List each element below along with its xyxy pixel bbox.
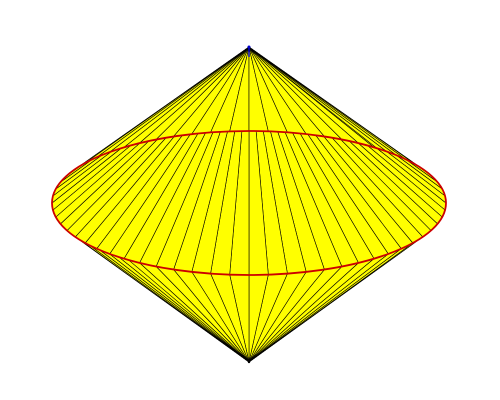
bottom-apex-point	[247, 360, 251, 364]
rim	[51, 130, 447, 276]
top-apex-point	[247, 45, 251, 49]
rim-ellipse	[51, 130, 447, 276]
upper-cone	[51, 46, 447, 276]
apex-axis	[247, 45, 251, 364]
